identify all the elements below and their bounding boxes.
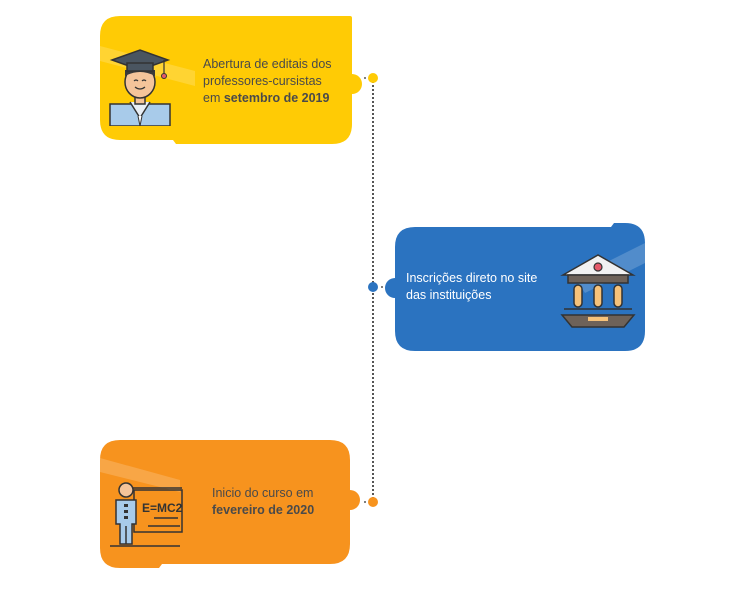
step-1-text: Abertura de editais dos professores-curs… [203, 56, 332, 107]
teacher-blackboard-icon: E=MC2 [110, 482, 183, 547]
step-3-text: Inicio do curso em fevereiro de 2020 [212, 485, 314, 519]
connector-dot-1 [364, 77, 366, 79]
institution-building-icon [560, 254, 636, 328]
timeline-node-1 [368, 73, 378, 83]
step-2-line1: Inscrições direto no site [406, 271, 538, 285]
graduate-icon [109, 49, 171, 126]
step-3-date: fevereiro de 2020 [212, 503, 315, 517]
timeline-step-2: Inscrições direto no site das instituiçõ… [385, 223, 647, 351]
card-shape-orange [100, 440, 360, 568]
step-1-line1: Abertura de editais dos [203, 57, 332, 71]
timeline-step-1: Abertura de editais dos professores-curs… [100, 16, 362, 144]
step-2-text: Inscrições direto no site das instituiçõ… [406, 270, 537, 304]
step-1-line3: em setembro de 2019 [203, 91, 330, 105]
timeline-node-2 [368, 282, 378, 292]
connector-dot-3 [364, 501, 366, 503]
step-3-line2: fevereiro de 2020 [212, 502, 314, 519]
timeline-node-3 [368, 497, 378, 507]
step-2-line2: das instituições [406, 288, 492, 302]
step-1-date: setembro de 2019 [223, 91, 330, 105]
board-formula: E=MC2 [142, 501, 183, 515]
step-1-line2: professores-cursistas [203, 74, 322, 88]
step-3-line1: Inicio do curso em [212, 486, 314, 500]
connector-dot-2 [381, 286, 383, 288]
timeline-step-3: E=MC2 Inicio do curso em fevereiro de 20… [100, 440, 362, 568]
